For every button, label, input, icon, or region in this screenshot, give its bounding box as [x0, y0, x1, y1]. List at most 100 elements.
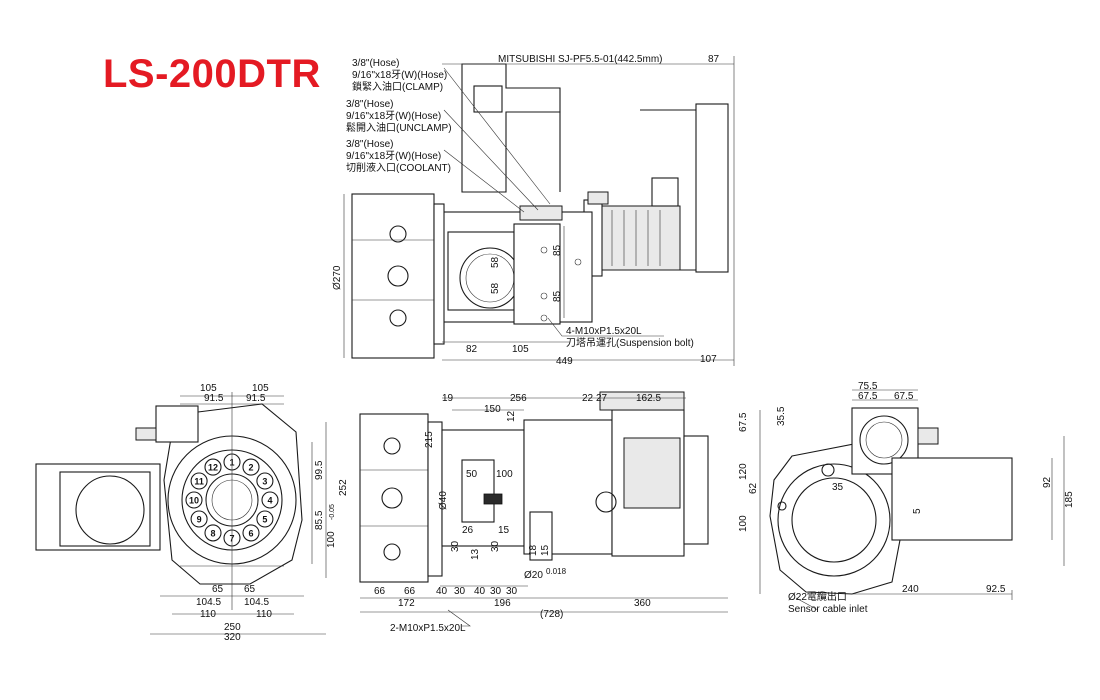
turret-station-4 — [261, 491, 279, 509]
dim-rear-5: 5 — [912, 508, 923, 514]
dim-top-270: Ø270 — [332, 265, 343, 290]
svg-text:切削液入口(COOLANT): 切削液入口(COOLANT) — [346, 161, 451, 174]
svg-text:3/8"(Hose): 3/8"(Hose) — [346, 99, 393, 110]
rear-view-dims — [759, 389, 1065, 611]
dim-rear-755: 75.5 — [858, 381, 878, 392]
callout-sensor: Ø22電纜出口 Sensor cable inlet — [788, 590, 868, 615]
dim-side-18: 18 — [528, 544, 539, 556]
side-view — [359, 391, 709, 583]
dim-top-85a: 85 — [552, 244, 563, 256]
dim-side-b40a: 40 — [436, 586, 448, 597]
turret-station-label-12: 12 — [208, 463, 218, 473]
turret-station-label-5: 5 — [262, 515, 267, 525]
dim-front-995: 99.5 — [314, 460, 325, 480]
dim-side-b66a: 66 — [374, 586, 386, 597]
rear-view — [769, 407, 1013, 595]
turret-station-label-8: 8 — [210, 528, 215, 538]
dim-side-30b: 30 — [490, 540, 501, 552]
turret-station-label-2: 2 — [248, 463, 253, 473]
dim-side-252: 252 — [338, 479, 349, 496]
turret-station-10 — [185, 491, 203, 509]
dim-top-449: 449 — [556, 356, 573, 367]
dim-top-58a: 58 — [490, 256, 501, 268]
dim-front-855: 85.5 — [314, 510, 325, 530]
dim-rear-675c: 67.5 — [738, 412, 749, 432]
turret-station-label-3: 3 — [262, 477, 267, 487]
turret-station-9 — [190, 510, 208, 528]
turret-station-2 — [242, 458, 260, 476]
svg-text:Sensor cable inlet: Sensor cable inlet — [788, 604, 868, 615]
dim-front-915a: 91.5 — [204, 393, 224, 404]
front-view-dims — [150, 392, 327, 635]
callout-suspension: 4-M10xP1.5x20L 刀塔吊運孔(Suspension bolt) — [547, 317, 694, 349]
dim-side-13: 13 — [470, 548, 481, 560]
turret-station-12 — [204, 458, 222, 476]
dim-side-22: 22 — [582, 393, 594, 404]
svg-text:Ø22電纜出口: Ø22電纜出口 — [788, 590, 847, 603]
dim-side-phi20: Ø20 — [524, 570, 543, 581]
dim-side-b40b: 40 — [474, 586, 486, 597]
dim-front-65b: 65 — [244, 584, 256, 595]
callout-coolant: 3/8"(Hose) 9/16"x18牙(W)(Hose) 切削液入口(COOL… — [346, 139, 451, 174]
dim-front-110a: 110 — [200, 609, 216, 620]
dim-side-15b: 15 — [540, 544, 551, 556]
turret-station-label-4: 4 — [267, 496, 272, 506]
dim-front-105b: 105 — [252, 383, 269, 394]
dim-rear-240: 240 — [902, 584, 919, 595]
dim-front-1045a: 104.5 — [196, 597, 221, 608]
dim-rear-185: 185 — [1064, 491, 1075, 508]
front-view — [35, 403, 303, 585]
svg-text:3/8"(Hose): 3/8"(Hose) — [346, 139, 393, 150]
turret-station-8 — [204, 524, 222, 542]
svg-text:刀塔吊運孔(Suspension bolt): 刀塔吊運孔(Suspension bolt) — [566, 336, 694, 349]
model-title: LS-200DTR — [103, 52, 321, 96]
dim-side-19: 19 — [442, 393, 454, 404]
dim-rear-120: 120 — [738, 463, 749, 480]
dim-side-256: 256 — [510, 393, 527, 404]
dim-side-b360: 360 — [634, 598, 651, 609]
turret-station-3 — [256, 472, 274, 490]
dim-front-250: 250 — [224, 622, 241, 633]
dim-rear-925: 92.5 — [986, 584, 1006, 595]
callout-unclamp: 3/8"(Hose) 9/16"x18牙(W)(Hose) 鬆開入油口(UNCL… — [346, 99, 452, 134]
dim-rear-92: 92 — [1042, 476, 1053, 488]
dim-rear-675a: 67.5 — [858, 391, 878, 402]
dim-top-82: 82 — [466, 344, 478, 355]
dim-side-100: 100 — [496, 469, 513, 480]
turret-station-label-9: 9 — [197, 515, 202, 525]
dim-side-b172: 172 — [398, 598, 415, 609]
svg-text:9/16"x18牙(W)(Hose): 9/16"x18牙(W)(Hose) — [346, 110, 441, 122]
dim-top-87: 87 — [708, 54, 720, 65]
dim-side-b66b: 66 — [404, 586, 416, 597]
dim-rear-355: 35.5 — [776, 406, 787, 426]
dim-front-320: 320 — [224, 632, 241, 643]
dim-front-110b: 110 — [256, 609, 272, 620]
dim-side-b728: (728) — [540, 609, 563, 620]
dim-rear-62: 62 — [748, 482, 759, 494]
svg-text:鬆開入油口(UNCLAMP): 鬆開入油口(UNCLAMP) — [346, 121, 452, 134]
svg-text:4-M10xP1.5x20L: 4-M10xP1.5x20L — [566, 326, 642, 337]
dim-side-b30c: 30 — [506, 586, 518, 597]
side-view-dims — [360, 397, 728, 627]
dim-top-105: 105 — [512, 344, 529, 355]
motor-label: MITSUBISHI SJ-PF5.5-01(442.5mm) — [498, 54, 662, 65]
turret-station-label-10: 10 — [189, 496, 199, 506]
callout-clamp: 3/8"(Hose) 9/16"x18牙(W)(Hose) 鎖緊入油口(CLAM… — [352, 58, 447, 93]
turret-station-11 — [190, 472, 208, 490]
dim-top-107: 107 — [700, 354, 717, 365]
turret-station-label-6: 6 — [248, 528, 253, 538]
dim-front-65a: 65 — [212, 584, 224, 595]
dim-side-b30b: 30 — [490, 586, 502, 597]
dim-top-85b: 85 — [552, 290, 563, 302]
callout-bolt: 2-M10xP1.5x20L — [390, 623, 466, 634]
hose-leaders — [443, 67, 551, 213]
svg-text:9/16"x18牙(W)(Hose): 9/16"x18牙(W)(Hose) — [346, 150, 441, 162]
dim-side-15: 15 — [498, 525, 510, 536]
dim-front-100: 100 — [326, 531, 337, 548]
dim-rear-100: 100 — [738, 515, 749, 532]
dim-front-105a: 105 — [200, 383, 217, 394]
dim-rear-35: 35 — [832, 482, 844, 493]
svg-text:鎖緊入油口(CLAMP): 鎖緊入油口(CLAMP) — [352, 80, 443, 93]
